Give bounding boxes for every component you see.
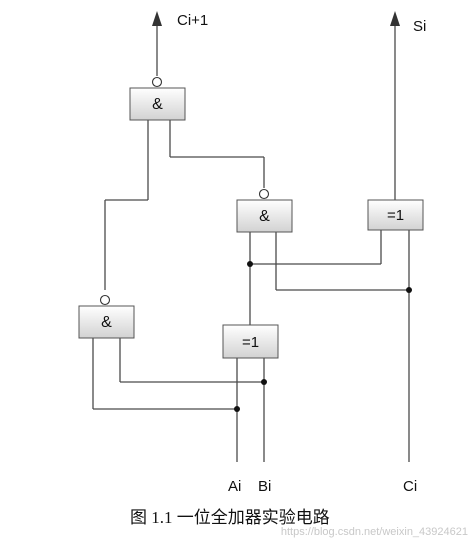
figure-caption: 图 1.1 一位全加器实验电路 [130, 508, 330, 527]
junction-dot [406, 287, 412, 293]
inversion-bubble-icon [99, 294, 111, 306]
label-input-c: Ci [403, 478, 417, 495]
gate-xor-ab: =1 [222, 324, 279, 359]
label-carry-out: Ci+1 [177, 12, 208, 29]
inversion-bubble-icon [151, 76, 163, 88]
gate-label: =1 [387, 207, 404, 224]
watermark: https://blog.csdn.net/weixin_43924621 [281, 526, 468, 538]
junctions [234, 261, 412, 412]
inversion-bubble-icon [258, 188, 270, 200]
gate-label: & [259, 208, 270, 225]
junction-dot [234, 406, 240, 412]
label-sum-out: Si [413, 18, 426, 35]
gate-xor-sum: =1 [367, 199, 424, 231]
junction-dot [247, 261, 253, 267]
carry-arrow-icon [152, 11, 162, 26]
gate-label: & [152, 96, 163, 113]
gate-nand-top: & [129, 76, 186, 121]
junction-dot [261, 379, 267, 385]
label-input-a: Ai [228, 478, 241, 495]
gate-nand-low: & [78, 294, 135, 339]
wires [92, 24, 410, 462]
label-input-b: Bi [258, 478, 271, 495]
gate-label: & [101, 314, 112, 331]
sum-arrow-icon [390, 11, 400, 26]
gate-label: =1 [242, 334, 259, 351]
gate-nand-mid: & [236, 188, 293, 233]
